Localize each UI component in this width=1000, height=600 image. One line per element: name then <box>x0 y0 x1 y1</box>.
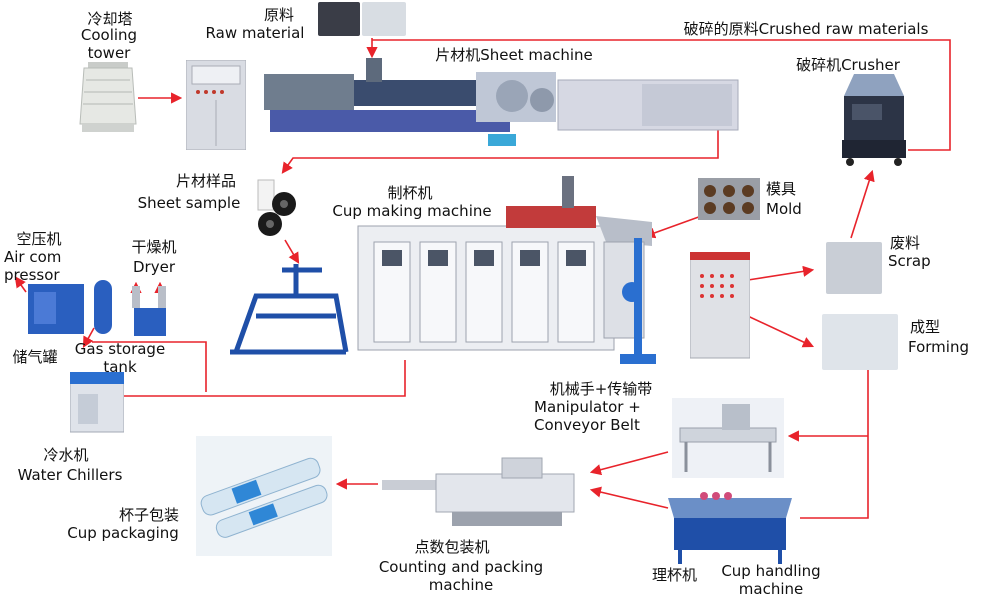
cooling-tower-label-en: Cooling tower <box>80 26 138 62</box>
forming-photo <box>822 314 898 370</box>
crushed-raw-materials-label: 破碎的原料Crushed raw materials <box>683 20 929 38</box>
arrow-scrap-to-crusher <box>850 169 875 239</box>
mold-label-cn: 模具 <box>766 180 797 198</box>
sheet-sample-label-cn: 片材样品 <box>175 172 236 190</box>
counting-packing-machine-image <box>382 452 582 530</box>
manipulator-conveyor-image <box>672 398 784 478</box>
counting-packing-label-cn: 点数包装机 <box>414 538 490 556</box>
water-chiller-label-cn: 冷水机 <box>43 446 89 464</box>
line-forming-down <box>800 360 869 519</box>
arrow-conveyor-to-packer <box>589 451 669 476</box>
arrow-compressor-up <box>14 276 27 293</box>
cup-handling-label-cn: 理杯机 <box>652 566 698 584</box>
counting-packing-label-en: Counting and packing machine <box>378 558 544 594</box>
dryer-image <box>128 282 172 338</box>
water-chiller-label-en: Water Chillers <box>17 466 123 484</box>
line-chiller-to-cup-machine <box>122 360 406 397</box>
sheet-sample-label-en: Sheet sample <box>137 194 241 212</box>
cup-making-machine-image <box>356 176 656 358</box>
raw-material-photo-2 <box>362 2 406 36</box>
forming-label-cn: 成型 <box>910 318 941 336</box>
arrow-sheet-to-sample <box>281 128 719 174</box>
cooling-tower-image <box>78 62 138 134</box>
sheet-rack-image <box>226 256 356 356</box>
electric-panel-image <box>690 252 750 362</box>
water-chiller-image <box>70 372 124 434</box>
gas-tank-label-en: Gas storage tank <box>74 340 166 376</box>
manipulator-label-cn: 机械手+传输带 <box>549 380 653 398</box>
sheet-machine-label: 片材机Sheet machine <box>435 46 593 64</box>
gas-tank-label-cn: 储气罐 <box>12 348 58 366</box>
cup-making-label-cn: 制杯机 <box>387 184 433 202</box>
cup-handling-machine-image <box>664 488 796 566</box>
air-compressor-label-en: Air com pressor <box>4 248 62 284</box>
raw-material-label-en: Raw material <box>205 24 305 42</box>
crusher-label: 破碎机Crusher <box>796 56 900 74</box>
arrow-sample-to-rack <box>284 239 300 264</box>
arrow-panel-to-scrap <box>747 265 815 281</box>
crusher-image <box>838 74 910 166</box>
scrap-label-cn: 废料 <box>890 234 921 252</box>
sheet-sample-image <box>256 176 306 238</box>
manipulator-label-en: Manipulator + Conveyor Belt <box>534 398 641 434</box>
line-compressor-to-rack <box>92 341 207 392</box>
arrow-tank-down <box>82 327 95 348</box>
manipulator-stand-image <box>612 238 662 370</box>
mold-label-en: Mold <box>766 200 802 218</box>
dryer-label-en: Dryer <box>133 258 175 276</box>
cup-packaging-label-cn: 杯子包装 <box>118 506 179 524</box>
cup-making-label-en: Cup making machine <box>332 202 492 220</box>
air-compressor-image <box>28 284 84 336</box>
raw-material-photo-1 <box>318 2 360 36</box>
mold-image <box>698 178 760 220</box>
forming-label-en: Forming <box>908 338 969 356</box>
raw-material-label-cn: 原料 <box>263 6 294 24</box>
cup-packaging-image <box>196 436 332 556</box>
arrow-handling-to-packer <box>589 486 669 509</box>
cup-packaging-label-en: Cup packaging <box>67 524 179 542</box>
dryer-label-cn: 干燥机 <box>131 238 177 256</box>
air-compressor-label-cn: 空压机 <box>16 230 62 248</box>
gas-storage-tank-image <box>92 276 114 338</box>
scrap-label-en: Scrap <box>888 252 931 270</box>
control-cabinet-image <box>186 60 246 150</box>
sheet-machine-image <box>262 50 742 150</box>
cooling-tower-label-cn: 冷却塔 <box>87 10 133 28</box>
scrap-photo <box>826 242 882 294</box>
cup-handling-label-en: Cup handling machine <box>721 562 821 598</box>
line-crusher-return <box>372 39 951 151</box>
